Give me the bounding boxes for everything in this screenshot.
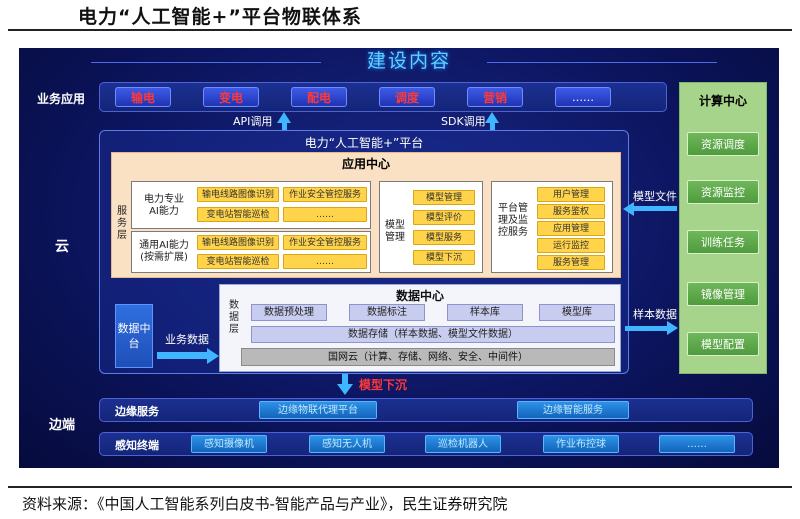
app-substation: 变电 (203, 87, 259, 107)
app-dispatch: 调度 (379, 87, 435, 107)
service-item: …… (283, 207, 367, 222)
service-group-general-label: 通用AI能力 (按需扩展) (139, 240, 189, 263)
api-up-arrow (277, 112, 291, 123)
sample-data-arrow-head (667, 321, 678, 335)
model-file-arrow-head (623, 202, 634, 216)
api-up-stem (282, 122, 287, 130)
row-label-edge: 边端 (49, 418, 76, 433)
platform-mgmt-item: 用户管理 (537, 187, 605, 202)
service-group-pro-label: 电力专业 AI能力 (144, 194, 184, 217)
model-mgmt-item: 模型下沉 (413, 250, 475, 265)
sample-data-label: 样本数据 (633, 308, 677, 321)
diagram-heading: 建设内容 (366, 50, 451, 72)
api-call-label: API调用 (233, 115, 273, 128)
model-mgmt-item: 模型评价 (413, 210, 475, 225)
edge-service-item: 边缘智能服务 (517, 401, 629, 419)
row-label-cloud: 云 (55, 239, 69, 255)
terminal-label: 感知终端 (115, 439, 159, 452)
data-item: 模型库 (539, 304, 615, 321)
sample-data-arrow-body (625, 326, 669, 331)
model-file-label: 模型文件 (633, 190, 677, 203)
platform-mgmt-item: 服务管理 (537, 255, 605, 270)
data-layer-label: 数据层 (229, 300, 239, 335)
architecture-diagram: 建设内容 业务应用 云 边端 输电 变电 配电 调度 营销 …… API调用 S… (19, 48, 779, 468)
terminal-item: 感知无人机 (309, 435, 385, 453)
service-item: …… (283, 254, 367, 269)
page-title: 电力“人工智能+”平台物联体系 (78, 6, 362, 28)
app-center-title: 应用中心 (341, 157, 390, 171)
sdk-up-stem (490, 122, 495, 130)
compute-item: 训练任务 (687, 230, 759, 254)
platform-mgmt-item: 服务鉴权 (537, 204, 605, 219)
compute-center-title: 计算中心 (698, 94, 747, 108)
app-distribution: 配电 (291, 87, 347, 107)
heading-line-right (487, 62, 717, 63)
compute-item: 模型配置 (687, 332, 759, 356)
data-item: 数据标注 (349, 304, 425, 321)
model-sink-label: 模型下沉 (359, 378, 408, 392)
data-mid-platform: 数据中台 (115, 304, 153, 368)
app-marketing: 营销 (467, 87, 523, 107)
sdk-up-arrow (485, 112, 499, 123)
service-item: 变电站智能巡检 (197, 207, 279, 222)
row-label-business: 业务应用 (37, 92, 86, 106)
terminal-item: 感知摄像机 (191, 435, 267, 453)
platform-mgmt-item: 运行监控 (537, 238, 605, 253)
model-sink-arrow (337, 384, 353, 395)
heading-line-left (91, 62, 321, 63)
data-item: 样本库 (447, 304, 523, 321)
terminal-item: …… (659, 435, 735, 453)
edge-service-band (99, 398, 753, 422)
service-item: 输电线路图像识别 (197, 235, 279, 250)
platform-mgmt-label: 平台管理及监控服务 (498, 203, 528, 238)
service-item: 作业安全管控服务 (283, 235, 367, 250)
terminal-item: 巡检机器人 (425, 435, 501, 453)
platform-title: 电力“人工智能+”平台 (304, 136, 424, 150)
compute-item: 资源监控 (687, 180, 759, 204)
compute-item: 镜像管理 (687, 282, 759, 306)
compute-item: 资源调度 (687, 132, 759, 156)
model-mgmt-item: 模型服务 (413, 230, 475, 245)
source-rule (8, 486, 792, 488)
service-item: 输电线路图像识别 (197, 187, 279, 202)
service-item: 作业安全管控服务 (283, 187, 367, 202)
model-mgmt-label: 模型管理 (385, 220, 405, 243)
business-data-arrow-head (207, 348, 219, 364)
business-data-arrow-body (157, 352, 209, 359)
data-item: 数据预处理 (251, 304, 327, 321)
business-data-label: 业务数据 (165, 333, 209, 346)
sdk-call-label: SDK调用 (441, 115, 486, 128)
edge-service-label: 边缘服务 (115, 405, 159, 418)
data-center-title: 数据中心 (395, 289, 444, 303)
app-transmission: 输电 (115, 87, 171, 107)
title-rule (8, 29, 792, 31)
model-file-arrow-body (633, 206, 677, 211)
platform-mgmt-item: 应用管理 (537, 221, 605, 236)
edge-service-item: 边缘物联代理平台 (259, 401, 377, 419)
compute-center (679, 82, 767, 374)
model-mgmt-item: 模型管理 (413, 190, 475, 205)
service-item: 变电站智能巡检 (197, 254, 279, 269)
service-layer-label: 服务层 (117, 206, 127, 241)
terminal-item: 作业布控球 (543, 435, 619, 453)
state-grid-cloud: 国网云（计算、存储、网络、安全、中间件） (241, 348, 615, 366)
data-storage: 数据存储（样本数据、模型文件数据） (251, 326, 615, 343)
app-more: …… (555, 87, 611, 107)
model-sink-stem (342, 374, 348, 384)
source-note: 资料来源：《中国人工智能系列白皮书-智能产品与产业》，民生证券研究院 (22, 495, 508, 513)
